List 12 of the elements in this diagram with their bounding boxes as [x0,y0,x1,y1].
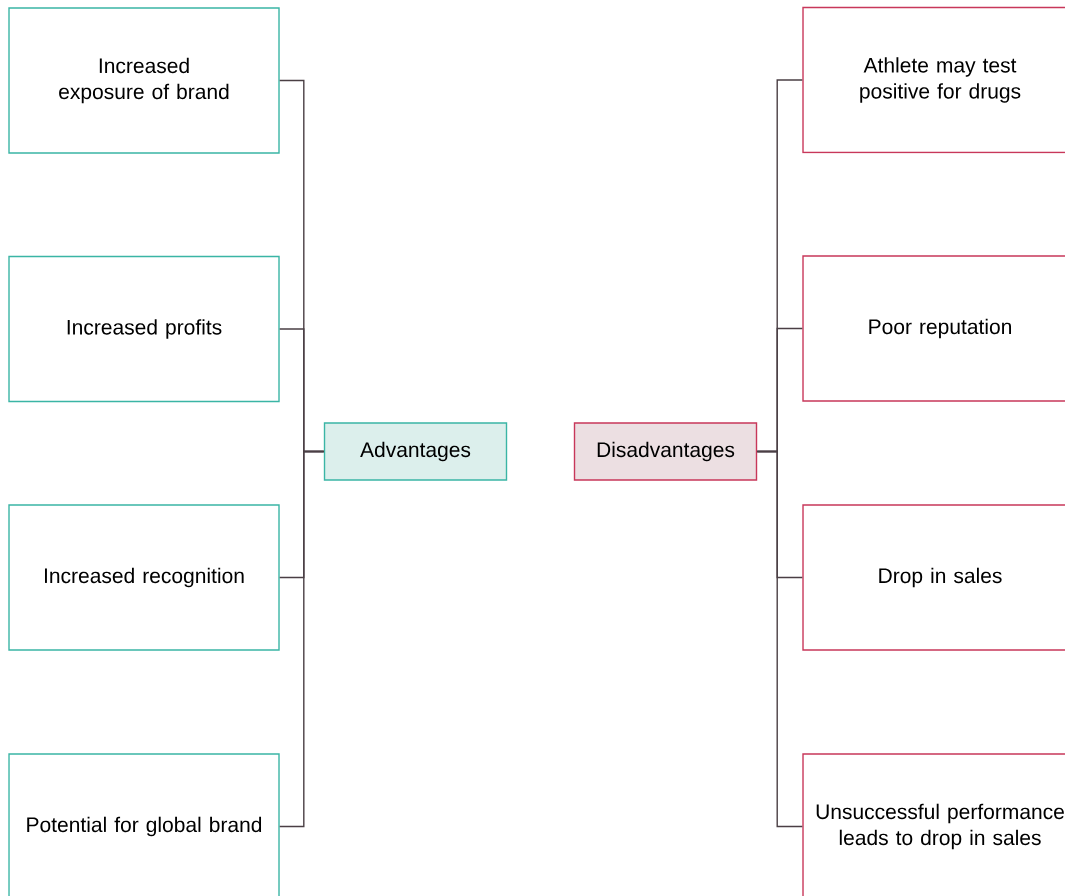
item-box: Increased exposure of brand [8,7,280,154]
item-box: Unsuccessful performance leads to drop in sales [802,753,1065,896]
item-box: Athlete may test positive for drugs [802,6,1065,154]
category-box: Advantages [323,422,508,481]
item-box: Potential for global brand [8,753,280,896]
connector [279,450,325,828]
item-box: Increased recognition [8,504,280,651]
category-box: Disadvantages [573,422,758,481]
item-box: Poor reputation [802,255,1065,402]
item-box: Increased profits [8,255,280,403]
item-box: Drop in sales [802,504,1065,651]
connector [756,450,803,828]
